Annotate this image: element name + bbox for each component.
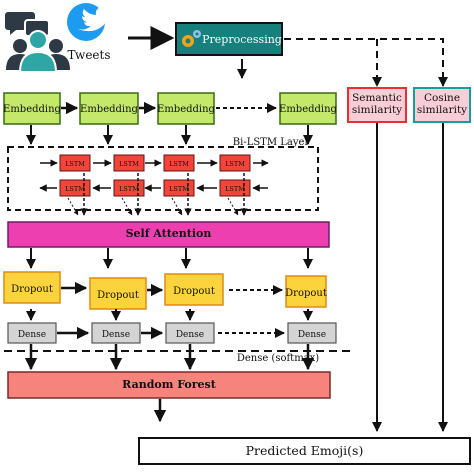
dropout-label-4: Dropout [285,288,327,299]
lstm-forward-2 [113,154,145,172]
dense-row: Dense Dense Dense Dense [7,322,337,344]
twitter-bird-icon [67,3,111,41]
dense-label-2: Dense [102,330,130,340]
lstm-backward-label-4: LSTM [225,185,245,193]
lstm-backward-2 [113,179,145,197]
lstm-forward-label-1: LSTM [65,160,85,168]
lstm-diag-arrow-4 [227,197,239,216]
dashed-preprocessing-to-cosine [284,38,444,86]
embedding-label-1: Embedding [3,104,62,115]
cosine-similarity-node [413,87,471,123]
self-attention-node [7,221,330,248]
dense-label-1: Dense [18,330,46,340]
lstm-backward-4 [219,179,251,197]
dropout-node-4 [285,275,327,308]
random-forest-node [7,371,331,399]
lstm-backward-label-2: LSTM [119,185,139,193]
embedding-node-2 [79,92,139,125]
lstm-cells: LSTM LSTM LSTM LSTM LSTM LSTM LSTM LSTM [39,154,269,216]
lstm-diag-arrow-1 [67,197,79,216]
embedding-row: Embedding Embedding Embedding Embedding [3,92,338,125]
embedding-node-3 [157,92,215,125]
lstm-forward-label-3: LSTM [169,160,189,168]
embedding-label-4: Embedding [279,104,338,115]
tweets-label: Tweets [67,48,110,62]
dense-node-1 [7,322,57,344]
embedding-node-1 [3,92,61,125]
lstm-forward-3 [163,154,195,172]
dense-node-3 [165,322,215,344]
connector-arrows [24,101,315,371]
lstm-backward-label-3: LSTM [169,185,189,193]
dropout-node-2 [89,277,147,310]
lstm-backward-label-1: LSTM [65,185,85,193]
people-icon [6,30,70,73]
dropout-node-1 [3,271,61,304]
embedding-node-4 [279,92,337,125]
preprocessing-node [175,22,283,56]
lstm-backward-1 [59,179,91,197]
lstm-forward-4 [219,154,251,172]
lstm-forward-label-4: LSTM [225,160,245,168]
dense-label-4: Dense [298,330,326,340]
lstm-diag-arrow-2 [121,197,133,216]
dropout-label-1: Dropout [11,284,53,295]
embedding-label-3: Embedding [157,104,216,115]
bilstm-container [7,146,319,211]
lstm-forward-label-2: LSTM [119,160,139,168]
semantic-similarity-node [347,87,407,123]
dropout-label-3: Dropout [173,286,215,297]
dense-node-4 [287,322,337,344]
dropout-node-3 [164,273,224,306]
dense-label-3: Dense [176,330,204,340]
embedding-label-2: Embedding [80,104,139,115]
preprocessing-label: Preprocessing [202,33,282,46]
gear-icon [182,30,201,47]
predicted-node [138,437,471,465]
lstm-diag-arrow-3 [171,197,183,216]
lstm-backward-3 [163,179,195,197]
dropout-label-2: Dropout [97,290,139,301]
dense-node-2 [91,322,141,344]
lstm-forward-1 [59,154,91,172]
